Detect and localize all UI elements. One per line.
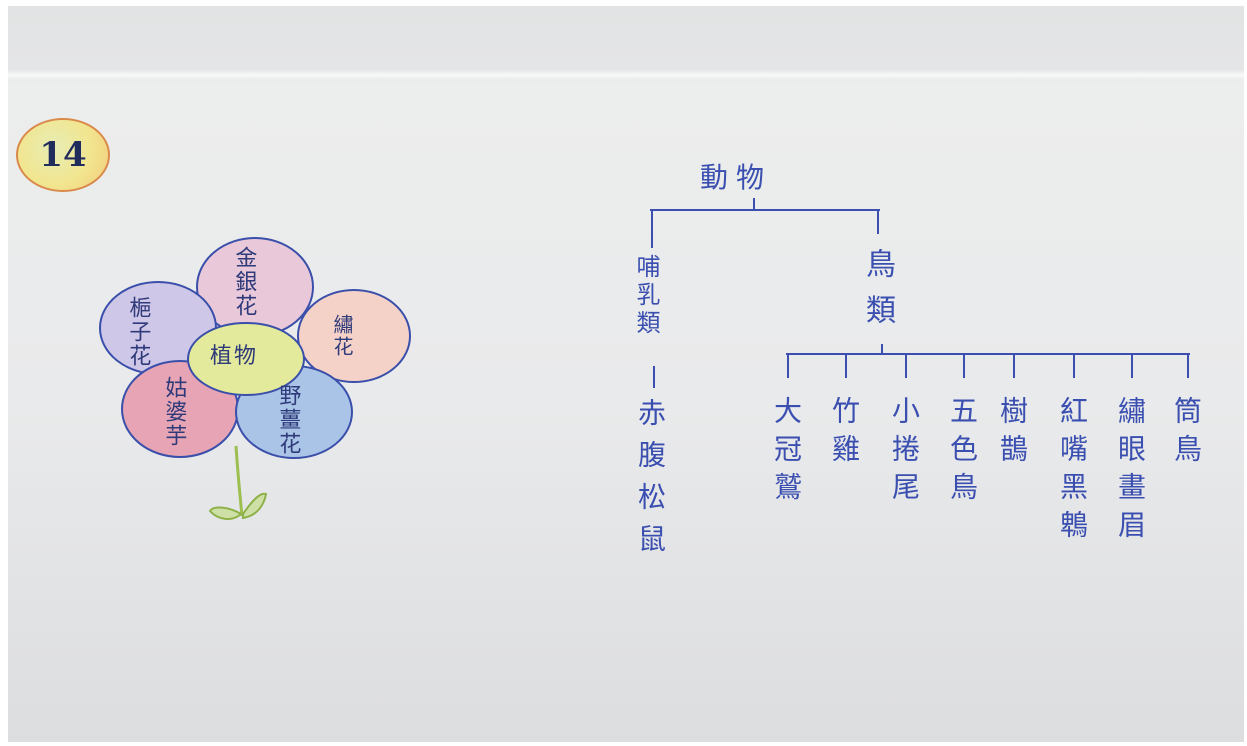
leaf-bird-6: 紅嘴黑鵯 [1056, 396, 1089, 548]
paper-fold [8, 70, 1244, 80]
petal-label-left: 梔子花 [125, 296, 151, 368]
petal-right [297, 289, 411, 383]
leaf-bird-3: 小捲尾 [888, 396, 921, 510]
flower-leaf-left [208, 506, 243, 520]
notebook-page: 14 金銀花 梔子花 繡花 姑婆芋 野薑花 植物 [8, 6, 1244, 742]
flower-center [187, 322, 305, 396]
leaf-bird-5: 樹鵲 [996, 396, 1029, 472]
leaf-bird-8: 筒鳥 [1170, 396, 1203, 472]
flower-center-label: 植物 [210, 344, 259, 369]
flower-stem [234, 445, 244, 517]
tree-connectors [650, 198, 1190, 388]
petal-label-bottom-left: 姑婆芋 [161, 376, 187, 448]
page-number: 14 [39, 135, 87, 175]
leaf-mammal-1: 赤腹松鼠 [634, 398, 667, 566]
branch-label-birds: 鳥類 [860, 248, 895, 340]
flower-drawing [99, 237, 411, 520]
leaf-bird-4: 五色鳥 [946, 396, 979, 510]
leaf-bird-2: 竹雞 [828, 396, 861, 472]
petal-label-bottom-right: 野薑花 [275, 384, 301, 456]
leaf-bird-7: 繡眼畫眉 [1114, 396, 1147, 548]
petal-label-top: 金銀花 [231, 246, 257, 318]
page-number-badge: 14 [16, 118, 110, 192]
flower-leaf-right [242, 492, 268, 520]
branch-label-mammals: 哺乳類 [632, 254, 660, 338]
petal-label-right: 繡花 [330, 314, 354, 358]
leaf-bird-1: 大冠鷲 [770, 396, 803, 510]
tree-root-label: 動物 [700, 161, 773, 194]
